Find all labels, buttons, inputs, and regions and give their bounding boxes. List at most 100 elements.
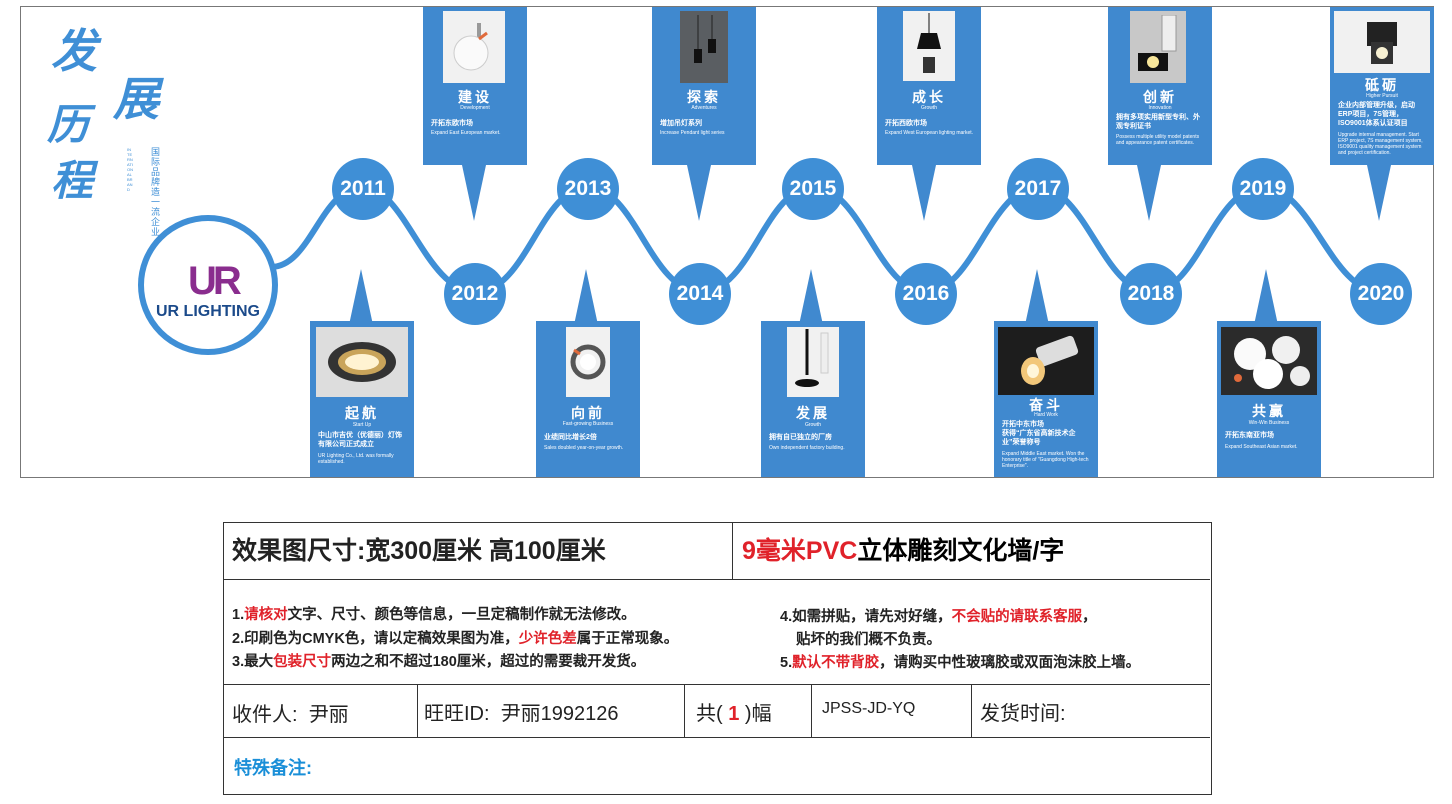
- pointer-2014: [687, 165, 711, 221]
- card-title: 向前: [571, 405, 605, 421]
- divider: [684, 684, 685, 738]
- card-desc: 开拓中东市场 获得“广东省高新技术企业”荣誉称号: [1002, 421, 1076, 446]
- pointer-2019: [1254, 269, 1278, 325]
- divider: [224, 684, 1210, 685]
- year-2014: 2014: [669, 263, 731, 325]
- card-desc: 业绩同比增长2倍: [544, 434, 597, 441]
- wangwang-id: 尹丽1992126: [500, 703, 619, 725]
- card-title: 起航: [345, 405, 379, 421]
- note-2: 2.印刷色为CMYK色，请以定稿效果图为准，少许色差属于正常现象。: [232, 631, 679, 647]
- card-desc-en: Upgrade internal management. Start ERP p…: [1338, 132, 1423, 156]
- divider: [811, 684, 812, 738]
- logo-text: UR LIGHTING: [156, 303, 260, 320]
- receiver-label: 收件人:: [232, 704, 298, 726]
- pointer-2013: [574, 269, 598, 325]
- pointer-2012: [462, 165, 486, 221]
- note-1: 1.请核对文字、尺寸、颜色等信息，一旦定稿制作就无法修改。: [232, 607, 636, 623]
- downlight-icon: [316, 327, 408, 397]
- card-desc-en: Expand West European lighting market.: [885, 130, 974, 136]
- card-title: 发展: [796, 405, 830, 421]
- card-desc-en: Increase Pendant light series: [660, 130, 725, 136]
- quantity-value: 1: [728, 703, 740, 725]
- panel-light-icon: [1221, 327, 1317, 395]
- year-2011: 2011: [332, 158, 394, 220]
- card-desc-en: Sales doubled year-on-year growth.: [544, 445, 624, 451]
- product-material: 9毫米PVC: [742, 537, 858, 565]
- logo-badge: UR UR LIGHTING: [138, 215, 278, 355]
- quantity-field: 共( 1 )幅: [696, 703, 772, 725]
- card-title: 探索: [687, 89, 721, 105]
- pendant-black-icon: [787, 327, 839, 397]
- card-desc: 拥有多项实用新型专利、外观专利证书: [1116, 114, 1200, 130]
- cone-pendant-icon: [903, 11, 955, 81]
- brand-subtitle-en: INTERNATIONAL BRAND: [127, 147, 133, 192]
- receiver-name: 尹丽: [308, 704, 349, 726]
- card-desc: 开拓东欧市场: [431, 120, 473, 127]
- year-2020: 2020: [1350, 263, 1412, 325]
- pointer-2017: [1025, 269, 1049, 325]
- card-growth-2016: 成长 Growth 开拓西欧市场 Expand West European li…: [877, 7, 981, 165]
- card-desc-en: Own independent factory building.: [769, 445, 845, 451]
- card-title: 建设: [458, 89, 492, 105]
- card-title: 砥砺: [1365, 77, 1399, 93]
- card-title-en: Hard Work: [1034, 412, 1058, 418]
- card-start-up: 起航 Start Up 中山市吉优（优德丽）灯饰有限公司正式成立 UR Ligh…: [310, 321, 414, 477]
- card-title: 共赢: [1252, 403, 1286, 419]
- title-char-2: 展: [113, 72, 159, 126]
- logo-mark: UR: [188, 259, 242, 303]
- card-adventures: 探索 Adventures 增加吊灯系列 Increase Pendant li…: [652, 7, 756, 165]
- timeline-banner: 发 展 历 程 国际品牌 造一流企业 INTERNATIONAL BRAND U…: [20, 6, 1434, 478]
- card-desc-en: Expand Southeast Asian market.: [1225, 444, 1298, 450]
- card-desc: 企业内部管理升级，启动ERP项目，7S管理，ISO9001体系认证项目: [1338, 102, 1415, 127]
- ship-time-label: 发货时间:: [980, 703, 1066, 725]
- divider: [224, 579, 1210, 580]
- note-5: 5.默认不带背胶，请购买中性玻璃胶或双面泡沫胶上墙。: [780, 655, 1141, 671]
- year-2018: 2018: [1120, 263, 1182, 325]
- order-code: JPSS-JD-YQ: [822, 700, 916, 717]
- track-light-icon: [1130, 11, 1186, 83]
- card-fast-growing: 向前 Fast-growing Business 业绩同比增长2倍 Sales …: [536, 321, 640, 477]
- card-title-en: Innovation: [1148, 105, 1172, 111]
- card-desc-en: Expand East European market.: [431, 130, 501, 136]
- title-char-4: 程: [51, 156, 94, 205]
- card-title: 创新: [1143, 89, 1177, 105]
- divider: [417, 684, 418, 738]
- pointer-2020: [1367, 165, 1391, 221]
- note-4: 4.如需拼贴，请先对好缝，不会贴的请联系客服，: [780, 609, 1097, 625]
- card-title: 奋斗: [1029, 397, 1063, 413]
- size-label: 效果图尺寸:宽300厘米 高100厘米: [232, 537, 606, 565]
- year-2019: 2019: [1232, 158, 1294, 220]
- card-title-en: Growth: [804, 422, 822, 428]
- card-title-en: Start Up: [352, 422, 372, 428]
- card-hard-work: 奋斗 Hard Work 开拓中东市场 获得“广东省高新技术企业”荣誉称号 Ex…: [994, 321, 1098, 477]
- card-desc: 中山市吉优（优德丽）灯饰有限公司正式成立: [318, 432, 402, 448]
- special-remark-label: 特殊备注:: [234, 758, 312, 778]
- card-title-en: Win-Win Business: [1248, 420, 1290, 426]
- year-2015: 2015: [782, 158, 844, 220]
- wangwang-field: 旺旺ID: 尹丽1992126: [424, 697, 619, 726]
- year-2013: 2013: [557, 158, 619, 220]
- card-desc: 增加吊灯系列: [660, 120, 702, 127]
- wangwang-label: 旺旺ID:: [424, 703, 490, 725]
- card-higher-pursuit: 砥砺 Higher Pursuit 企业内部管理升级，启动ERP项目，7S管理，…: [1330, 7, 1434, 165]
- card-win-win: 共赢 Win-Win Business 开拓东南亚市场 Expand South…: [1217, 321, 1321, 477]
- divider: [224, 737, 1210, 738]
- card-desc-en: UR Lighting Co., Ltd. was formally estab…: [318, 453, 394, 465]
- title-char-1: 发: [51, 24, 97, 78]
- card-title-en: Adventures: [691, 105, 717, 111]
- order-info-table: 效果图尺寸:宽300厘米 高100厘米 9毫米PVC立体雕刻文化墙/字 1.请核…: [223, 522, 1212, 795]
- card-title-en: Fast-growing Business: [562, 421, 614, 427]
- card-desc-en: Expand Middle East market. Won the honor…: [1002, 451, 1089, 469]
- card-desc: 拥有自已独立的厂房: [769, 434, 832, 441]
- pointer-2011: [349, 269, 373, 325]
- product-type: 立体雕刻文化墙/字: [857, 537, 1065, 565]
- ring-light-icon: [566, 327, 610, 397]
- product-spec: 9毫米PVC立体雕刻文化墙/字: [742, 531, 1064, 567]
- title-char-3: 历: [47, 100, 90, 149]
- card-innovation: 创新 Innovation 拥有多项实用新型专利、外观专利证书 Possess …: [1108, 7, 1212, 165]
- pointer-2015: [799, 269, 823, 325]
- pendant-icon: [680, 11, 728, 83]
- cylinder-light-icon: [998, 327, 1094, 395]
- pointer-2016: [912, 165, 936, 221]
